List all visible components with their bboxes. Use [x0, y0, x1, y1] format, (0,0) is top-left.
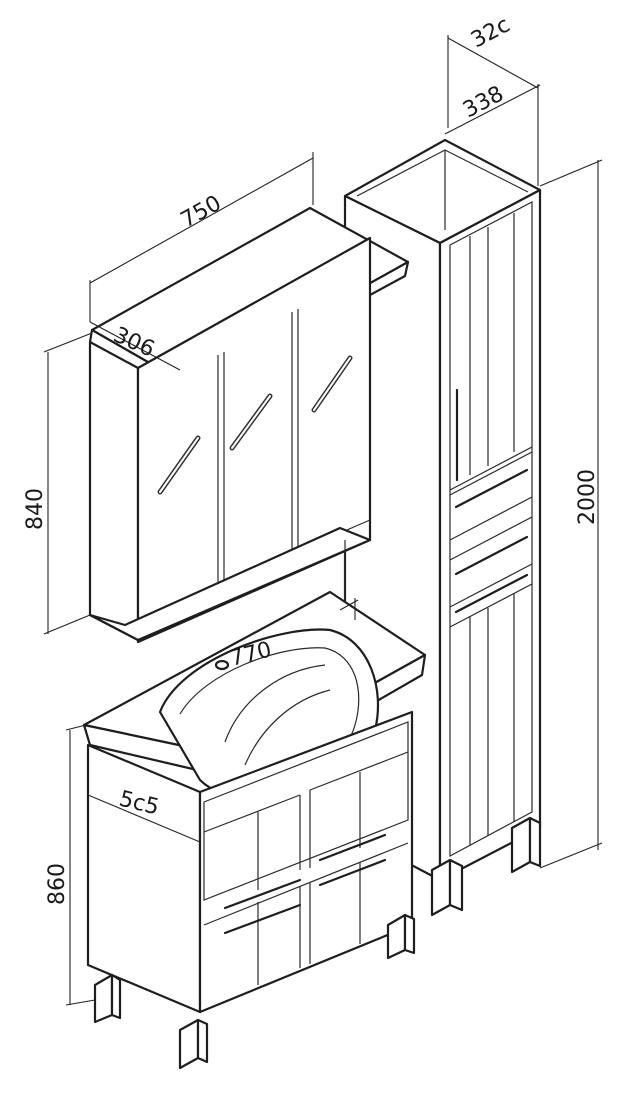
vanity-handle-3 [223, 903, 302, 935]
column-foot-left [430, 858, 452, 917]
vanity-foot-front [178, 1018, 200, 1070]
dim-mirror-width: 750 [177, 191, 226, 233]
vanity-side [86, 743, 202, 1014]
vanity-handle-4 [318, 858, 387, 887]
column-foot-right [510, 816, 532, 874]
dim-mirror-height: 840 [23, 488, 48, 530]
dim-vanity-height: 860 [45, 863, 70, 905]
dim-column-depth: 32c [467, 12, 514, 53]
column-front-frame [449, 201, 533, 858]
mirror-cabinet [88, 206, 410, 644]
mirror-side [88, 340, 140, 642]
column-front [438, 188, 542, 882]
dim-column-width: 338 [459, 82, 508, 124]
dimension-lines [43, 35, 603, 1006]
vanity-foot-left [93, 973, 114, 1024]
vanity-handle-1 [223, 878, 302, 910]
column-lower-handle [454, 573, 529, 614]
dim-column-height: 2000 [575, 469, 600, 525]
tap-hole [214, 659, 230, 671]
vanity-unit [82, 590, 427, 1070]
vanity-handle-2 [318, 833, 387, 862]
column-drawer-handle-2 [454, 535, 529, 576]
column-drawer-handle-1 [454, 468, 529, 509]
